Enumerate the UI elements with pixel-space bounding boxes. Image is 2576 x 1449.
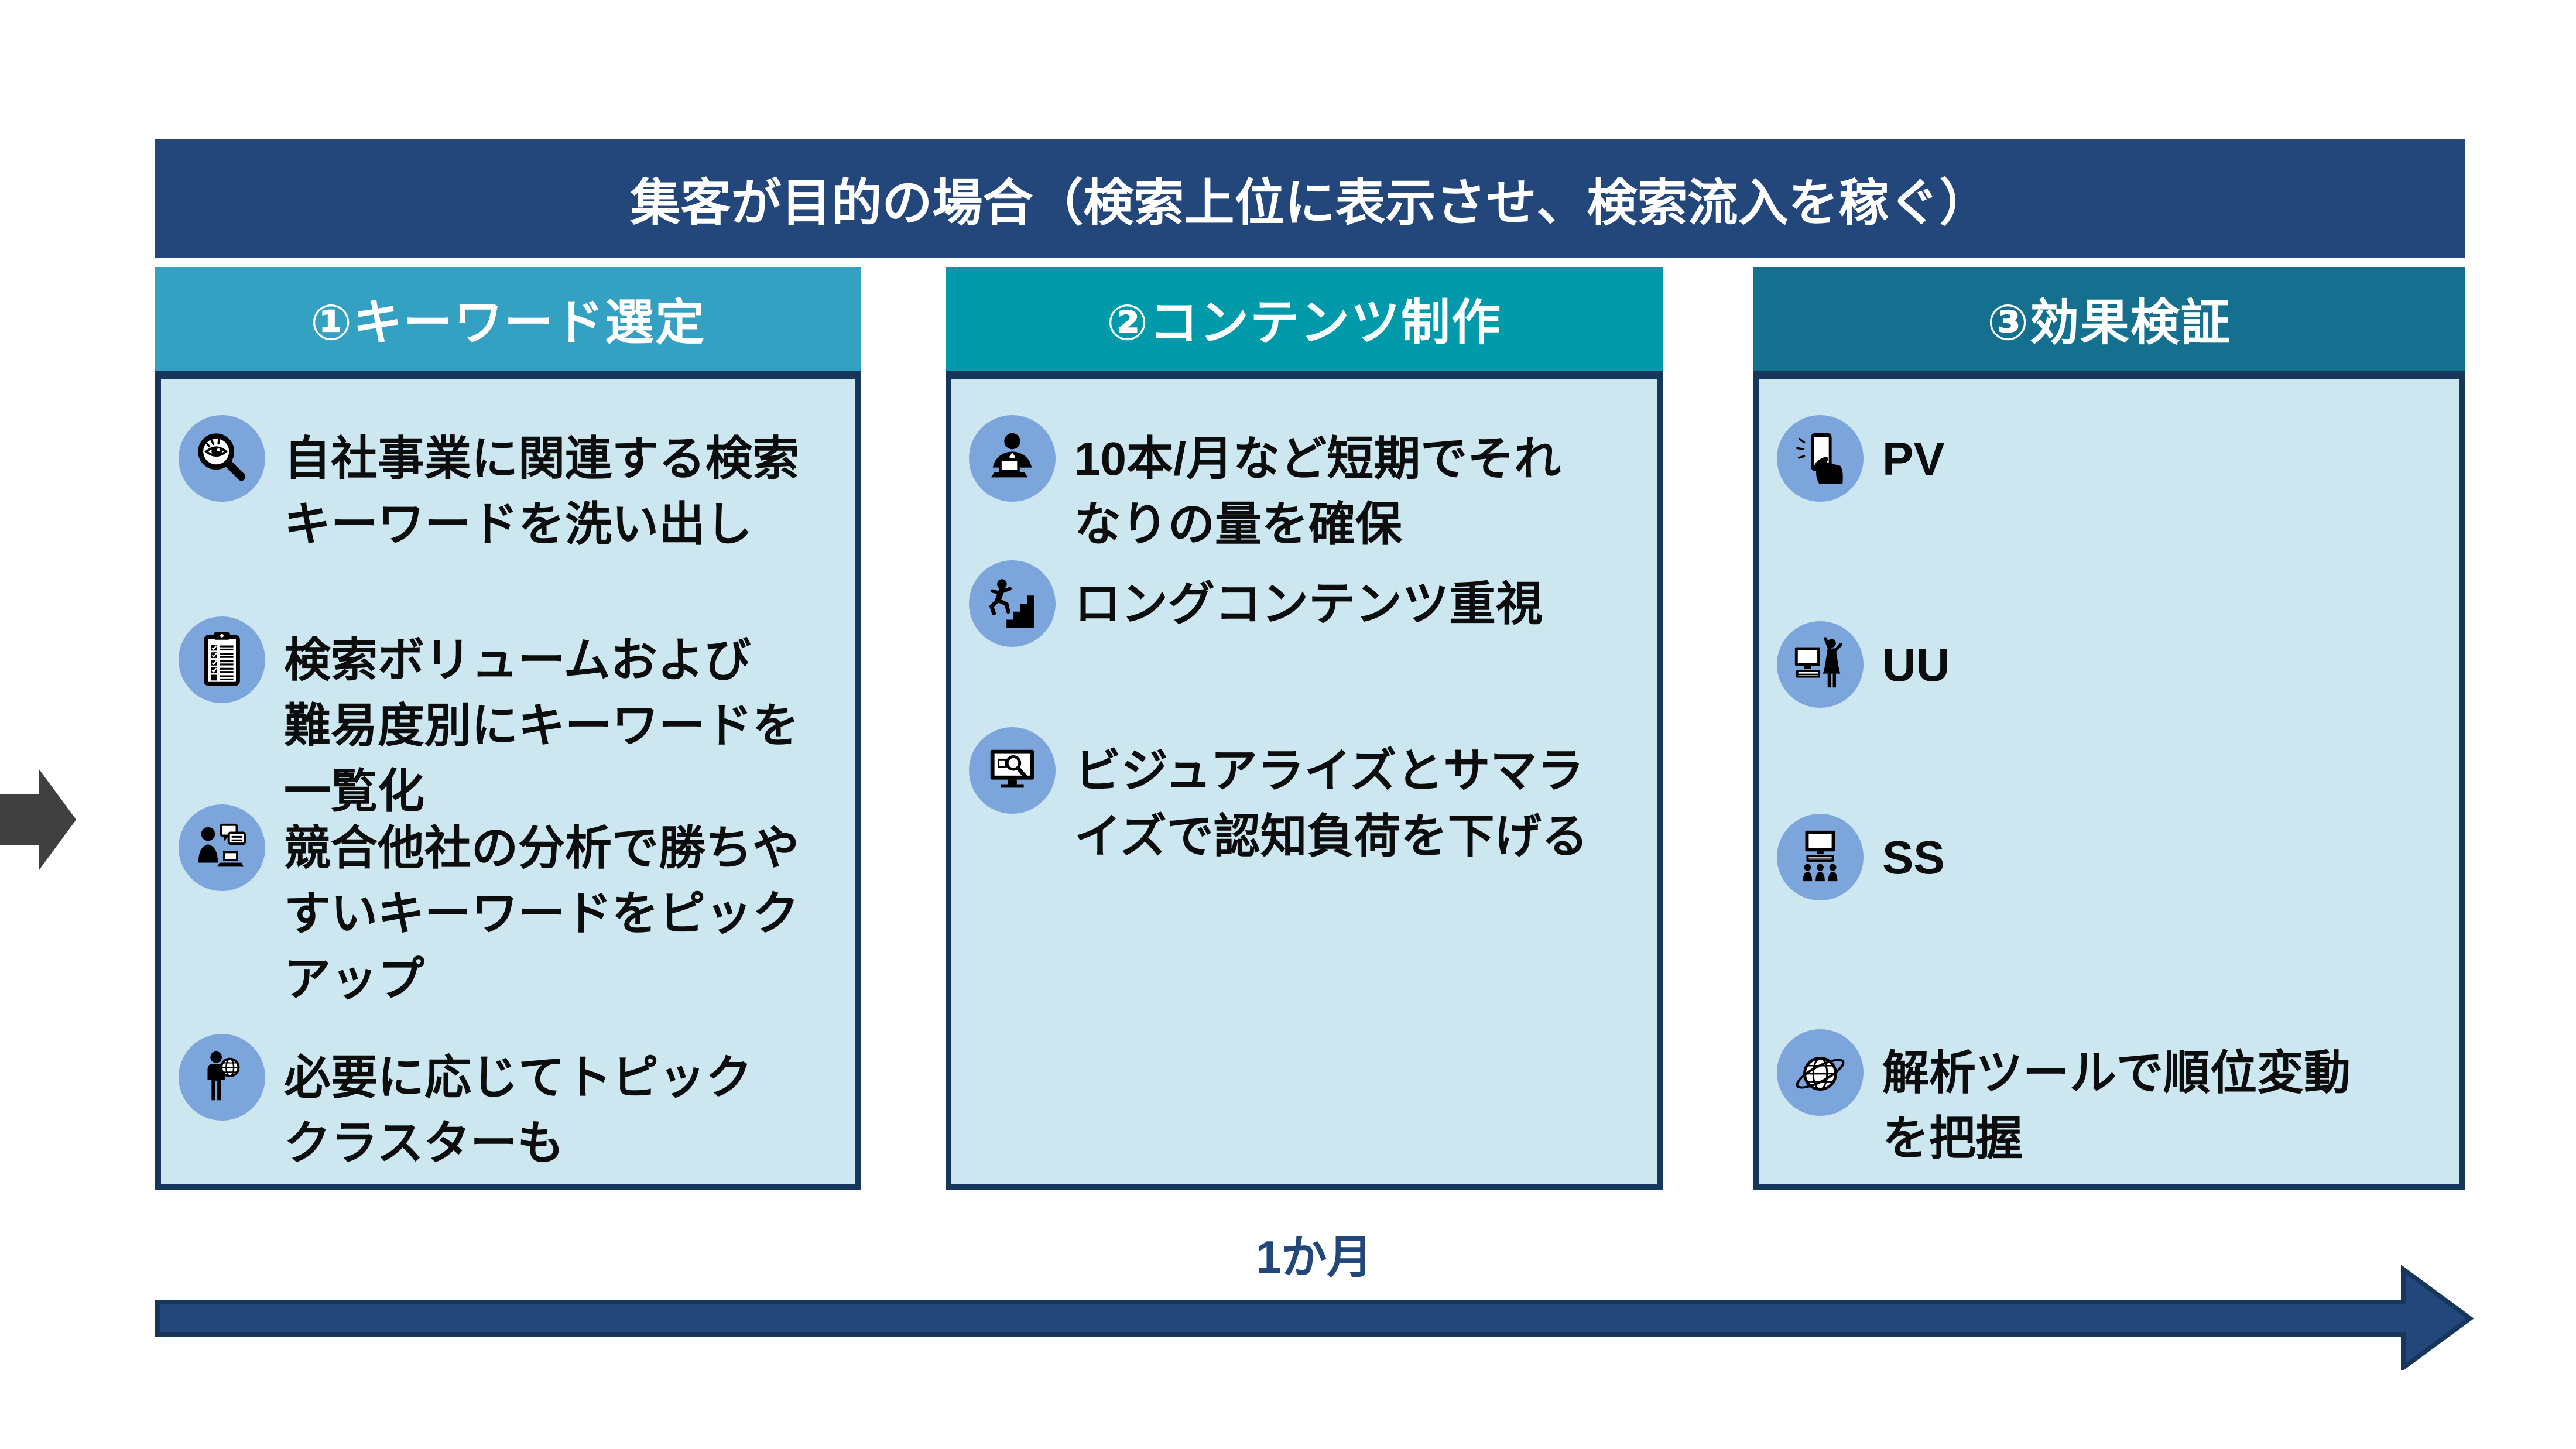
list-item: PV bbox=[1777, 415, 1945, 502]
list-item-text: UU bbox=[1882, 639, 1950, 691]
list-item-text: 必要に応じてトピック クラスターも bbox=[284, 1051, 752, 1169]
column-keyword-selection-header: ①キーワード選定 bbox=[155, 267, 861, 371]
list-item: 必要に応じてトピック クラスターも bbox=[179, 1034, 752, 1176]
list-item-text: 解析ツールで順位変動 を把握 bbox=[1882, 1047, 2351, 1164]
desktop-users-icon bbox=[1777, 814, 1864, 900]
list-item: SS bbox=[1777, 814, 1945, 900]
writer-laptop-icon bbox=[969, 415, 1056, 502]
monitor-magnifier-icon bbox=[969, 727, 1056, 814]
list-item-text: 10本/月など短期でそれ なりの量を確保 bbox=[1074, 433, 1561, 550]
column-header-label: ①キーワード選定 bbox=[310, 295, 706, 350]
list-item: 10本/月など短期でそれ なりの量を確保 bbox=[969, 415, 1561, 557]
column-header-label: ②コンテンツ制作 bbox=[1106, 295, 1502, 350]
globe-orbit-icon bbox=[1777, 1029, 1864, 1116]
column-effect-verification: ③効果検証 PV bbox=[1753, 267, 2465, 1190]
list-item-text: SS bbox=[1882, 831, 1945, 883]
competitor-analysis-icon bbox=[179, 804, 265, 891]
list-item: 検索ボリュームおよび 難易度別にキーワードを 一覧化 bbox=[179, 616, 799, 824]
column-content-production-body: 10本/月など短期でそれ なりの量を確保 bbox=[946, 371, 1663, 1190]
list-item: 自社事業に関連する検索 キーワードを洗い出し bbox=[179, 415, 799, 557]
list-item-text: PV bbox=[1882, 433, 1945, 485]
list-item-text: 検索ボリュームおよび 難易度別にキーワードを 一覧化 bbox=[284, 634, 799, 817]
column-keyword-selection-body: 自社事業に関連する検索 キーワードを洗い出し bbox=[155, 371, 861, 1190]
diagram-title-text: 集客が目的の場合（検索上位に表示させ、検索流入を稼ぐ） bbox=[630, 175, 1990, 231]
person-globe-icon bbox=[179, 1034, 265, 1121]
step-arrow-icon bbox=[0, 769, 76, 871]
column-content-production-header: ②コンテンツ制作 bbox=[946, 267, 1663, 371]
list-item: ロングコンテンツ重視 bbox=[969, 560, 1543, 647]
list-item: ビジュアライズとサマラ イズで認知負荷を下げる bbox=[969, 727, 1588, 869]
column-content-production: ②コンテンツ制作 10本/月など短期でそれ なりの量を確保 bbox=[946, 267, 1663, 1190]
user-desktop-icon bbox=[1777, 621, 1864, 708]
list-item-text: 自社事業に関連する検索 キーワードを洗い出し bbox=[284, 433, 799, 550]
list-item: UU bbox=[1777, 621, 1950, 708]
column-effect-verification-body: PV bbox=[1753, 371, 2465, 1190]
list-item-text: 競合他社の分析で勝ちや すいキーワードをピック アップ bbox=[284, 822, 799, 1005]
list-item: 競合他社の分析で勝ちや すいキーワードをピック アップ bbox=[179, 804, 799, 1012]
list-item: 解析ツールで順位変動 を把握 bbox=[1777, 1029, 2351, 1171]
smartphone-hand-icon bbox=[1777, 415, 1864, 502]
timeline-arrow bbox=[155, 1265, 2474, 1370]
diagram-title: 集客が目的の場合（検索上位に表示させ、検索流入を稼ぐ） bbox=[155, 139, 2465, 258]
column-header-label: ③効果検証 bbox=[1986, 295, 2232, 350]
runner-stairs-icon bbox=[969, 560, 1056, 647]
search-eye-icon bbox=[179, 415, 265, 502]
timeline-duration-label: 1か月 bbox=[1256, 1231, 1373, 1283]
list-item-text: ビジュアライズとサマラ イズで認知負荷を下げる bbox=[1074, 745, 1588, 862]
clipboard-checklist-icon bbox=[179, 616, 265, 703]
list-item-text: ロングコンテンツ重視 bbox=[1074, 578, 1543, 630]
column-keyword-selection: ①キーワード選定 自社事業に関連する検索 キーワードを洗い出し bbox=[155, 267, 861, 1190]
column-effect-verification-header: ③効果検証 bbox=[1753, 267, 2465, 371]
